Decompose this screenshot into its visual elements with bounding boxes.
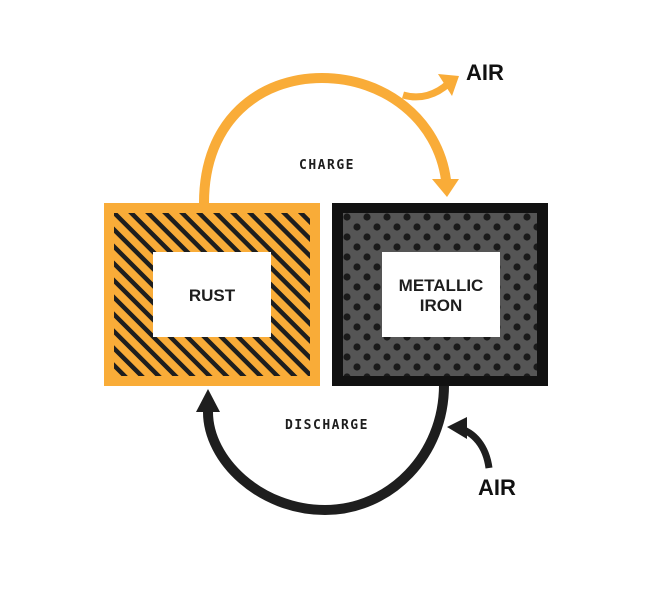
air-in-arrowhead	[447, 417, 467, 439]
rust-label-panel	[153, 252, 271, 337]
air-out-arrow	[402, 80, 452, 101]
air-top-label: AIR	[466, 60, 504, 85]
air-bottom-label: AIR	[478, 475, 516, 500]
rust-label: RUST	[189, 286, 236, 305]
air-out-arrowhead	[438, 74, 459, 96]
rust-box: RUST	[104, 203, 320, 386]
charge-arrowhead	[432, 179, 459, 197]
discharge-arrowhead	[196, 389, 220, 412]
charge-label: CHARGE	[299, 158, 355, 173]
iron-label-panel	[382, 252, 500, 337]
charge-arc	[199, 72, 451, 204]
metallic-iron-box: METALLIC IRON	[332, 203, 548, 386]
discharge-label: DISCHARGE	[285, 418, 369, 433]
iron-label-line1: METALLIC	[399, 276, 484, 295]
discharge-arc	[203, 384, 449, 516]
iron-label-line2: IRON	[420, 296, 463, 315]
